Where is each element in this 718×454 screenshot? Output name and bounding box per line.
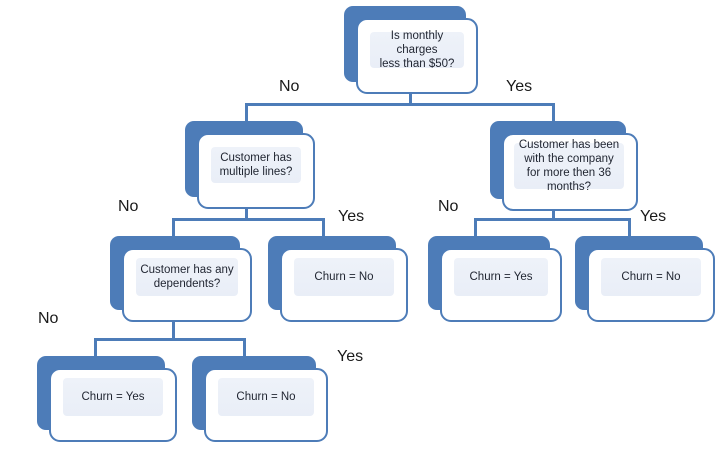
node-panel: Churn = No — [218, 378, 314, 416]
node-leaf-dependents-yes-churn-no[interactable]: Churn = No — [192, 356, 328, 442]
node-tenure-36-months[interactable]: Customer has been with the company for m… — [490, 121, 638, 211]
branch-label-lines-yes: Yes — [338, 208, 365, 225]
branch-label-tenure-yes: Yes — [640, 208, 667, 225]
node-label: Customer has been with the company for m… — [518, 139, 620, 193]
node-label: Churn = Yes — [81, 391, 145, 403]
branch-label-tenure-no: No — [438, 198, 459, 215]
branch-label-root-no: No — [279, 78, 300, 95]
edge-tenure-to-leaf-no-churn — [628, 218, 631, 238]
node-root-monthly-charges[interactable]: Is monthly charges less than $50? — [344, 6, 478, 94]
edge-root-to-lines — [245, 103, 248, 123]
node-panel: Churn = No — [601, 258, 701, 296]
node-multiple-lines[interactable]: Customer has multiple lines? — [185, 121, 315, 209]
node-panel: Customer has any dependents? — [136, 258, 238, 296]
node-label: Churn = No — [314, 271, 374, 283]
edge-tenure-to-leaf-yes-churn — [474, 218, 477, 238]
edge-root-to-tenure — [552, 103, 555, 123]
node-label: Churn = Yes — [469, 271, 533, 283]
edge-lines-bar — [172, 218, 325, 221]
edge-tenure-bar — [474, 218, 631, 221]
node-any-dependents[interactable]: Customer has any dependents? — [110, 236, 252, 322]
node-leaf-tenure-yes-churn-no[interactable]: Churn = No — [575, 236, 715, 322]
edge-root-bar — [245, 103, 555, 106]
edge-dependents-stem — [172, 322, 175, 338]
node-leaf-tenure-no-churn-yes[interactable]: Churn = Yes — [428, 236, 562, 322]
edge-lines-to-leaf-no — [322, 218, 325, 238]
edge-root-stem — [409, 92, 412, 105]
node-panel: Churn = Yes — [63, 378, 163, 416]
branch-label-lines-no: No — [118, 198, 139, 215]
edge-dependents-to-leaf-no — [243, 338, 246, 358]
edge-tenure-stem — [552, 208, 555, 220]
edge-lines-stem — [245, 206, 248, 220]
node-label: Churn = No — [621, 271, 681, 283]
node-leaf-dependents-no-churn-yes[interactable]: Churn = Yes — [37, 356, 177, 442]
node-panel: Churn = Yes — [454, 258, 548, 296]
branch-label-dependents-no: No — [38, 310, 59, 327]
node-panel: Customer has multiple lines? — [211, 147, 301, 183]
edge-lines-to-dependents — [172, 218, 175, 238]
node-label: Customer has any dependents? — [140, 264, 234, 290]
edge-dependents-to-leaf-yes — [94, 338, 97, 358]
node-label: Churn = No — [236, 391, 296, 403]
branch-label-dependents-yes: Yes — [337, 348, 364, 365]
node-panel: Churn = No — [294, 258, 394, 296]
node-leaf-lines-yes-churn-no[interactable]: Churn = No — [268, 236, 408, 322]
node-label: Is monthly charges less than $50? — [379, 30, 455, 70]
node-panel: Customer has been with the company for m… — [514, 139, 624, 193]
edge-dependents-bar — [94, 338, 246, 341]
node-panel: Is monthly charges less than $50? — [370, 30, 464, 70]
branch-label-root-yes: Yes — [506, 78, 533, 95]
node-label: Customer has multiple lines? — [219, 152, 293, 178]
